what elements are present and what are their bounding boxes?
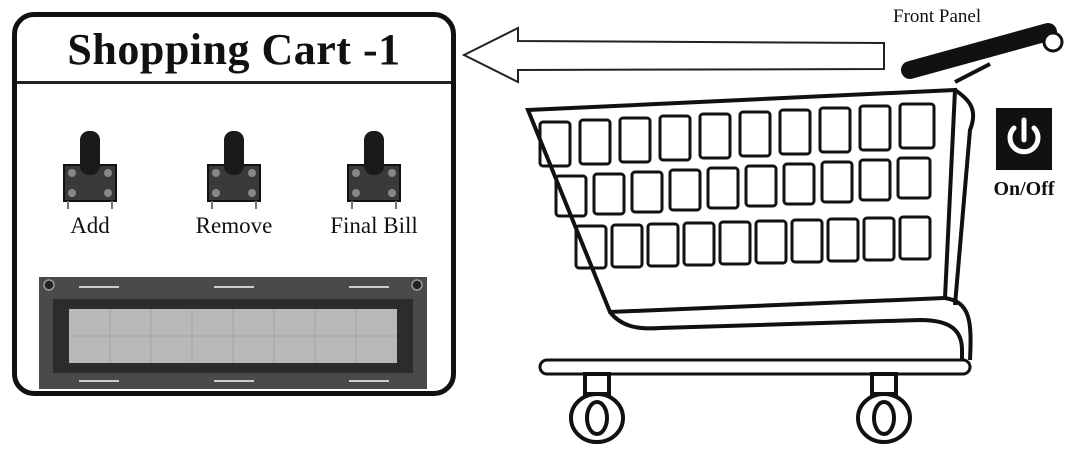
final-bill-button-label: Final Bill — [330, 213, 418, 238]
power-icon — [996, 108, 1052, 170]
on-off-label: On/Off — [993, 178, 1055, 200]
front-panel: Shopping Cart -1 Add Remove — [12, 12, 456, 396]
add-button-label: Add — [70, 213, 110, 238]
shopping-cart-icon — [525, 23, 1064, 444]
remove-button-label: Remove — [195, 213, 273, 238]
arrow-left-icon — [461, 26, 885, 84]
remove-button[interactable]: Remove — [189, 125, 279, 238]
push-button-icon — [207, 131, 261, 209]
push-button-icon — [63, 131, 117, 209]
push-button-icon — [347, 131, 401, 209]
add-button[interactable]: Add — [45, 125, 135, 238]
lcd-display-icon — [39, 277, 427, 389]
on-off-switch[interactable]: On/Off — [993, 108, 1055, 208]
panel-title: Shopping Cart -1 — [17, 17, 451, 84]
front-panel-label: Front Panel — [893, 6, 982, 27]
final-bill-button[interactable]: Final Bill — [329, 125, 419, 238]
